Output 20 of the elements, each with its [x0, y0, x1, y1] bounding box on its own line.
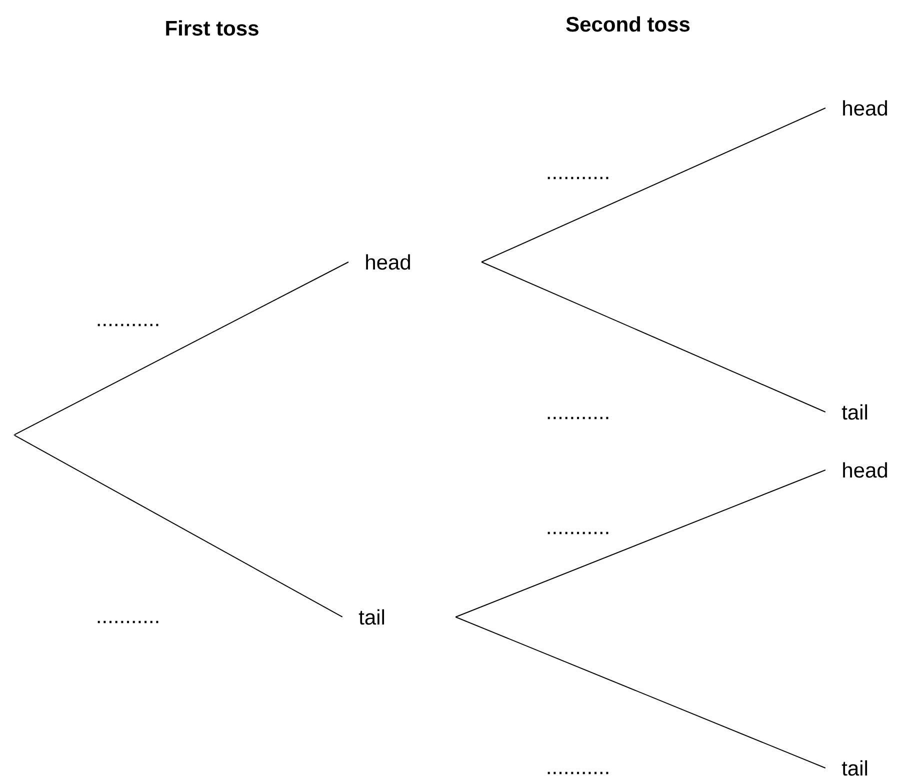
- outcome-label: tail: [842, 760, 868, 776]
- branch-line: [14, 434, 343, 618]
- fill-in-dots: ...........: [98, 324, 158, 326]
- outcome-label: head: [366, 254, 410, 270]
- fill-in-dots: ...........: [548, 176, 608, 180]
- branch-line: [481, 108, 826, 262]
- branch-line: [14, 262, 349, 436]
- outcome-label: head: [843, 462, 887, 478]
- fill-in-dots: ...........: [98, 620, 158, 624]
- branch-line: [455, 470, 826, 618]
- branch-line: [481, 262, 826, 412]
- column-heading: Second toss: [566, 16, 690, 32]
- branch-line: [455, 616, 826, 768]
- fill-in-dots: ...........: [548, 416, 608, 420]
- outcome-label: head: [843, 100, 887, 116]
- fill-in-dots: ...........: [548, 532, 608, 534]
- fill-in-dots: ...........: [548, 772, 608, 774]
- outcome-label: tail: [842, 404, 868, 420]
- column-heading: First toss: [166, 20, 258, 36]
- outcome-label: tail: [358, 609, 384, 625]
